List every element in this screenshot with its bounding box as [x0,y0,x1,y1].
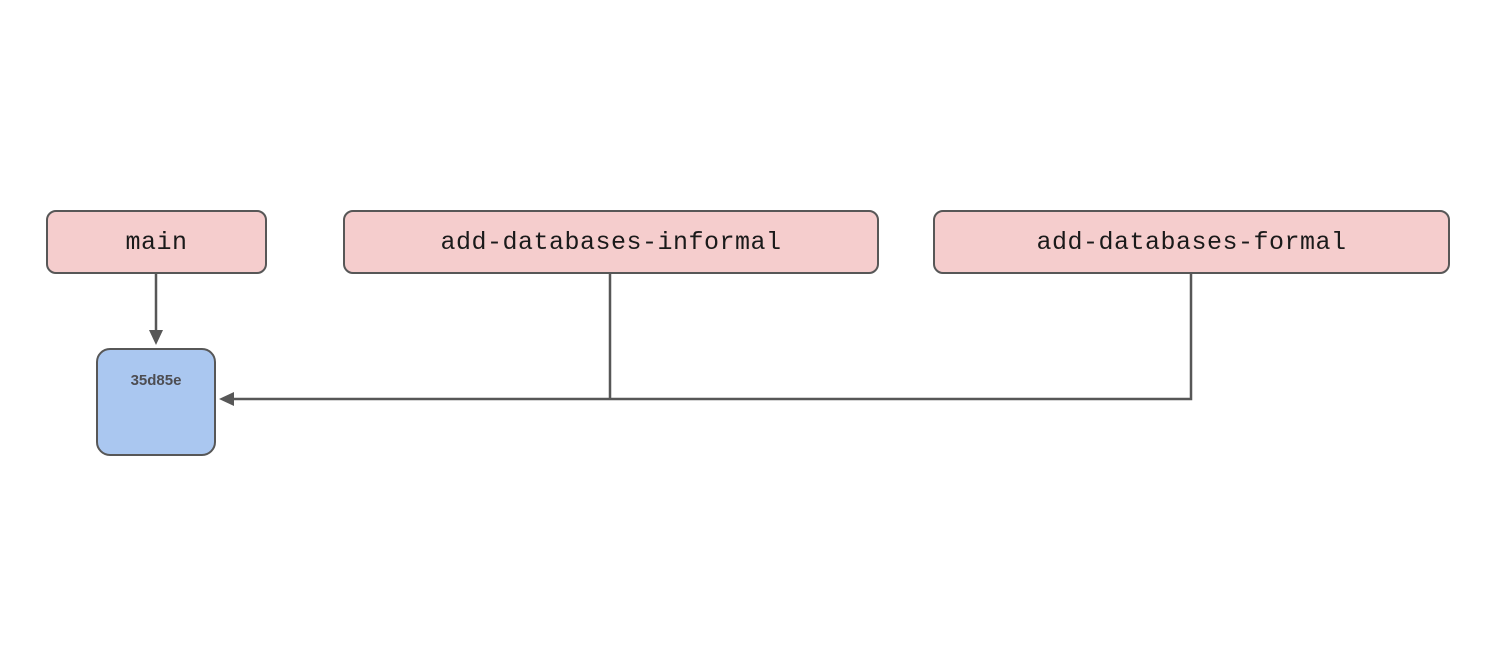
commit-node-35d85e[interactable]: 35d85e [96,348,216,456]
branch-node-add-databases-formal[interactable]: add-databases-formal [933,210,1450,274]
branch-node-label: add-databases-formal [1036,227,1347,257]
branch-node-main[interactable]: main [46,210,267,274]
commit-node-label: 35d85e [130,371,182,389]
branch-node-label: add-databases-informal [440,227,782,257]
branch-node-label: main [125,227,188,257]
edge-main-to-commit [149,274,163,345]
branch-node-add-databases-informal[interactable]: add-databases-informal [343,210,879,274]
edge-formal-to-commit [219,274,1193,406]
